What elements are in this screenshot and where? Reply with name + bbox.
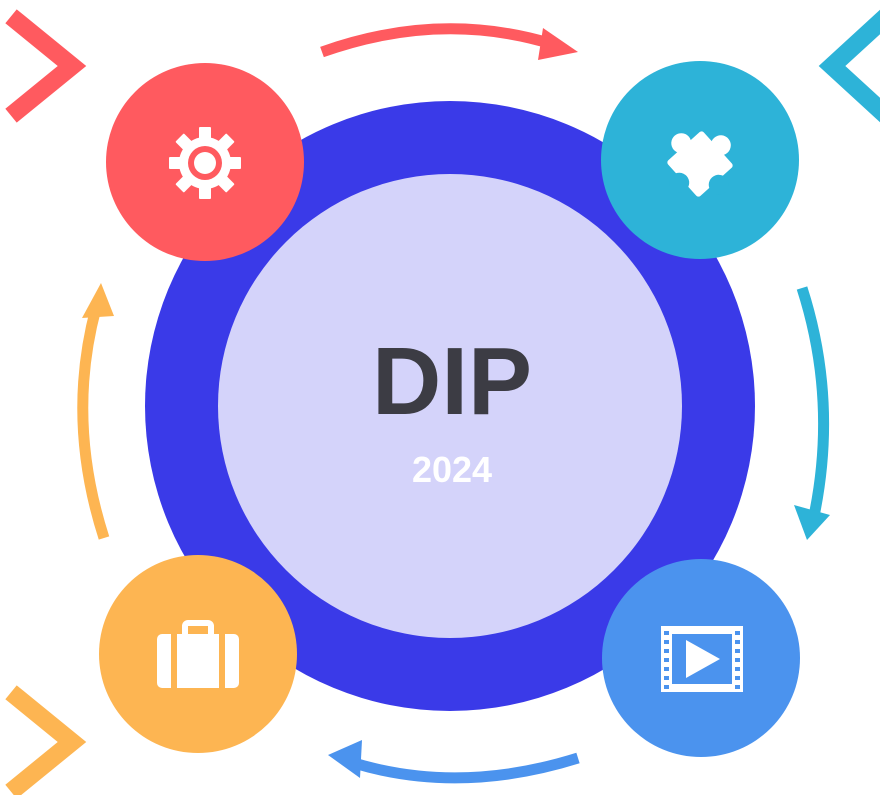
center-subtitle: 2024 xyxy=(412,449,492,490)
chevron-bottom-left xyxy=(5,685,87,795)
node-media xyxy=(602,559,800,757)
chevron-top-right xyxy=(818,9,880,123)
puzzle-piece-icon xyxy=(667,131,733,197)
briefcase-icon xyxy=(157,620,239,688)
node-settings xyxy=(106,63,304,261)
chevron-top-left xyxy=(5,9,87,123)
inner-disc xyxy=(218,174,682,638)
arrow-settings-to-integration xyxy=(320,23,578,60)
arrow-media-to-business xyxy=(328,740,580,784)
arrow-business-to-settings xyxy=(77,283,114,540)
video-play-icon xyxy=(661,626,743,692)
node-business xyxy=(99,555,297,753)
gear-icon xyxy=(169,127,241,199)
arrow-integration-to-media xyxy=(794,286,830,540)
center-title: DIP xyxy=(372,328,532,435)
node-integration xyxy=(601,61,799,259)
